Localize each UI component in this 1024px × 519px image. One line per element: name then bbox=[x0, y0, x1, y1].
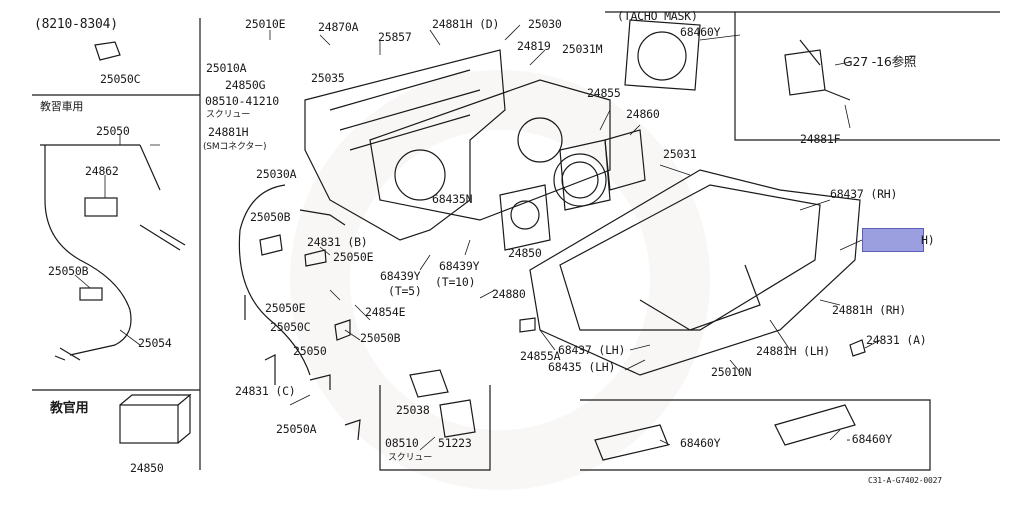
cable-25030A bbox=[238, 184, 311, 376]
section-border-top-right bbox=[605, 11, 1000, 141]
part-label-68437-RH[interactable]: 68437 (RH) bbox=[830, 187, 898, 201]
part-label-24831A[interactable]: 24831 (A) bbox=[866, 333, 927, 347]
date-range-label: (8210-8304) bbox=[34, 17, 118, 32]
screw-label-2: スクリュー bbox=[388, 453, 433, 463]
bracket-25050B bbox=[79, 287, 103, 301]
section-border-bottom bbox=[379, 385, 931, 471]
part-label-24854E[interactable]: 24854E bbox=[365, 305, 406, 319]
part-label-68460Y-a[interactable]: 68460Y bbox=[680, 436, 721, 450]
part-label-25050A[interactable]: 25050A bbox=[276, 422, 317, 436]
part-label-25050E-2[interactable]: 25050E bbox=[265, 301, 306, 315]
part-label-25010E[interactable]: 25010E bbox=[245, 17, 286, 31]
kyoukan-label: 教官用 bbox=[50, 401, 89, 416]
panel-68460Y-a bbox=[594, 424, 669, 461]
panel-68460Y-b bbox=[774, 404, 856, 446]
part-label-24850-bottom[interactable]: 24850 bbox=[130, 461, 164, 475]
part-label-68435N[interactable]: 68435N bbox=[432, 192, 473, 206]
bracket-parts bbox=[259, 234, 327, 267]
part-label-24881H-LH[interactable]: 24881H (LH) bbox=[756, 344, 830, 358]
meter-frame bbox=[369, 79, 611, 221]
part-label-24831B[interactable]: 24831 (B) bbox=[307, 235, 368, 249]
part-label-68439Y-t5[interactable]: 68439Y bbox=[380, 269, 421, 283]
part-label-51223[interactable]: 51223 bbox=[438, 436, 472, 450]
tacho-meter bbox=[624, 19, 701, 91]
sm-connector-label: (SMコネクター) bbox=[203, 142, 267, 152]
part-label-25035[interactable]: 25035 bbox=[311, 71, 345, 85]
screw-label-1: スクリュー bbox=[206, 110, 251, 120]
cable-end-lower bbox=[54, 347, 81, 361]
part-label-68460Y-top[interactable]: 68460Y bbox=[680, 25, 721, 39]
part-label-25050E-1[interactable]: 25050E bbox=[333, 250, 374, 264]
cable-connector-24862 bbox=[84, 197, 118, 217]
g27-reference-label[interactable]: G27 -16参照 bbox=[843, 54, 917, 69]
speed-gauge-24855 bbox=[559, 139, 611, 211]
part-label-08510[interactable]: 08510 bbox=[385, 436, 419, 450]
part-label-25038[interactable]: 25038 bbox=[396, 403, 430, 417]
part-label-25010N[interactable]: 25010N bbox=[711, 365, 752, 379]
part-25038 bbox=[409, 369, 449, 398]
cable-bracket bbox=[40, 144, 161, 191]
clip-24831A bbox=[849, 339, 866, 357]
part-label-25030[interactable]: 25030 bbox=[528, 17, 562, 31]
tacho-mask-label: (TACHO MASK) bbox=[617, 9, 698, 23]
part-label-68460Y-b[interactable]: -68460Y bbox=[845, 432, 893, 446]
part-label-25031M[interactable]: 25031M bbox=[562, 42, 603, 56]
part-label-25050B-mid[interactable]: 25050B bbox=[250, 210, 291, 224]
meter-case-25031 bbox=[529, 169, 861, 376]
part-label-24870A[interactable]: 24870A bbox=[318, 20, 359, 34]
part-label-24819[interactable]: 24819 bbox=[517, 39, 551, 53]
part-label-25030A[interactable]: 25030A bbox=[256, 167, 297, 181]
part-label-68435-LH[interactable]: 68435 (LH) bbox=[548, 360, 616, 374]
part-label-25010A[interactable]: 25010A bbox=[206, 61, 247, 75]
part-label-25050C-mid[interactable]: 25050C bbox=[270, 320, 311, 334]
part-label-25050C[interactable]: 25050C bbox=[100, 72, 141, 86]
part-label-24850G[interactable]: 24850G bbox=[225, 78, 266, 92]
part-label-68437-LH[interactable]: 68437 (LH) bbox=[558, 343, 626, 357]
gauge-24860 bbox=[604, 129, 646, 191]
part-label-68439Y-t10[interactable]: 68439Y bbox=[439, 259, 480, 273]
bracket-25050C bbox=[94, 41, 121, 61]
part-51223 bbox=[439, 399, 476, 438]
part-label-24831C[interactable]: 24831 (C) bbox=[235, 384, 296, 398]
sub-gauge-24850 bbox=[499, 184, 551, 251]
part-label-25050B-2[interactable]: 25050B bbox=[360, 331, 401, 345]
cable-end bbox=[139, 224, 186, 251]
bracket-G27 bbox=[784, 49, 826, 96]
kyoushu-sha-label: 教習車用 bbox=[40, 100, 84, 113]
part-label-24855[interactable]: 24855 bbox=[587, 86, 621, 100]
part-label-25050-mid[interactable]: 25050 bbox=[293, 344, 327, 358]
part-label-24881F[interactable]: 24881F bbox=[800, 132, 841, 146]
part-label-24855A[interactable]: 24855A bbox=[520, 349, 561, 363]
part-label-25050B-left[interactable]: 25050B bbox=[48, 264, 89, 278]
part-label-25050[interactable]: 25050 bbox=[96, 124, 130, 138]
part-label-24850-mid[interactable]: 24850 bbox=[508, 246, 542, 260]
speedometer-cable bbox=[44, 145, 132, 356]
part-label-08510-41210[interactable]: 08510-41210 bbox=[205, 94, 279, 108]
part-label-24860[interactable]: 24860 bbox=[626, 107, 660, 121]
section-border-left bbox=[32, 18, 201, 470]
part-label-25857[interactable]: 25857 bbox=[378, 30, 412, 44]
thickness-t5: (T=5) bbox=[388, 284, 422, 298]
instructor-unit bbox=[119, 404, 179, 444]
diagram-code: C31-A-G7402-0027 bbox=[868, 476, 942, 485]
part-label-24880[interactable]: 24880 bbox=[492, 287, 526, 301]
part-label-25054[interactable]: 25054 bbox=[138, 336, 172, 350]
part-label-24862[interactable]: 24862 bbox=[85, 164, 119, 178]
rh-suffix-label: H) bbox=[921, 233, 935, 247]
meter-bracket bbox=[304, 49, 506, 241]
highlighted-part-marker[interactable] bbox=[862, 228, 924, 252]
part-label-25031[interactable]: 25031 bbox=[663, 147, 697, 161]
part-label-24881H-RH[interactable]: 24881H (RH) bbox=[832, 303, 906, 317]
part-label-24881H-D[interactable]: 24881H (D) bbox=[432, 17, 500, 31]
part-label-24881H[interactable]: 24881H bbox=[208, 125, 249, 139]
thickness-t10: (T=10) bbox=[435, 275, 476, 289]
